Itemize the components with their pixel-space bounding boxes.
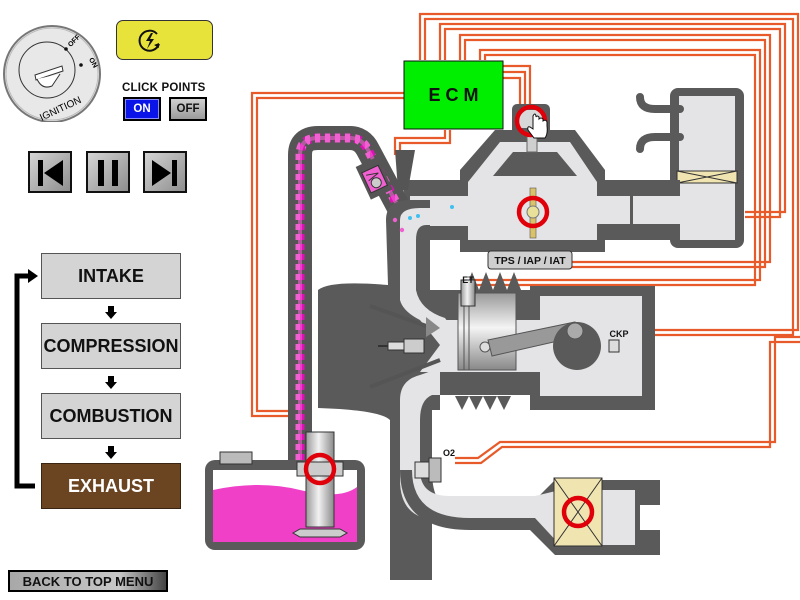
ignition-key-icon [34, 65, 64, 88]
click-point-throttle-valve[interactable] [516, 195, 550, 229]
click-point-markers[interactable] [303, 104, 595, 529]
click-points-off-button[interactable]: OFF [169, 97, 207, 121]
stage-exhaust-button[interactable]: EXHAUST [41, 463, 181, 509]
electric-spark-cycle-icon [138, 29, 160, 52]
wiring-harness [250, 12, 800, 465]
click-point-fuel-pump[interactable] [303, 452, 337, 486]
sensor-label: TPS / IAP / IAT [494, 255, 566, 267]
hand-cursor-icon [527, 113, 548, 139]
click-point-catalyst[interactable] [561, 495, 595, 529]
pause-icon [98, 160, 118, 186]
valves [369, 304, 441, 389]
fuel-line [288, 126, 411, 460]
stage-intake-button[interactable]: INTAKE [41, 253, 181, 299]
stroke-cycle-arrows [14, 269, 117, 489]
exhaust-system [400, 470, 660, 555]
pause-button[interactable] [86, 151, 130, 193]
next-step-button[interactable] [143, 151, 187, 193]
previous-step-button[interactable] [28, 151, 72, 193]
o2-sensor[interactable]: O2 [414, 448, 455, 483]
skip-forward-icon [152, 160, 177, 186]
start-engine-button[interactable] [116, 20, 213, 60]
fuel-tank [205, 451, 365, 550]
down-arrow-icon [105, 306, 117, 459]
back-to-top-menu-button[interactable]: BACK TO TOP MENU [8, 570, 168, 592]
et-sensor[interactable]: ET [460, 275, 476, 307]
click-points-on-button[interactable]: ON [123, 97, 161, 121]
ignition-on-label: ON [87, 57, 98, 70]
ckp-label: CKP [609, 329, 628, 339]
fuel-injector [355, 156, 393, 200]
ecm-label: E C M [428, 85, 478, 105]
click-points-label: CLICK POINTS [122, 82, 206, 94]
ckp-sensor[interactable]: CKP [608, 329, 629, 353]
intake-valve-head [426, 317, 440, 337]
et-label: ET [462, 275, 474, 285]
stage-combustion-button[interactable]: COMBUSTION [41, 393, 181, 439]
tps-iap-iat-sensor[interactable]: TPS / IAP / IAT [487, 250, 573, 270]
spark-plug [378, 338, 425, 354]
air-box [636, 88, 744, 248]
stage-compression-button[interactable]: COMPRESSION [41, 323, 181, 369]
ecm-unit[interactable]: E C M [403, 60, 504, 130]
injector-connector [395, 150, 415, 190]
o2-label: O2 [443, 448, 455, 458]
fuel-spray [392, 205, 454, 233]
skip-back-icon [38, 160, 63, 186]
ignition-switch[interactable]: OFF ON IGNITION [0, 22, 106, 122]
